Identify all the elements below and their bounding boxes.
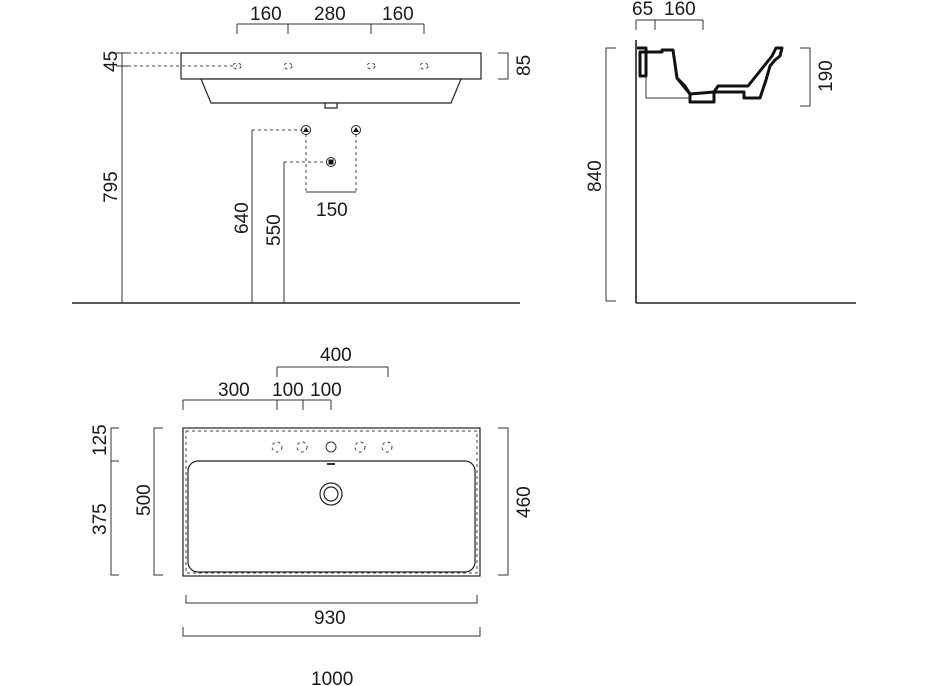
top-tap-holes <box>271 441 393 453</box>
dimension-bracket-125-375 <box>110 427 119 576</box>
top-tap-hole-main <box>325 441 337 453</box>
dim-label-160: 160 <box>664 0 696 20</box>
front-tap-hole <box>232 62 242 70</box>
top-basin-inner-rim <box>185 430 478 574</box>
front-view: 160 280 160 45 795 85 <box>72 4 535 304</box>
dimension-bracket-190 <box>800 47 811 107</box>
front-top-dimension: 160 280 160 <box>236 4 425 34</box>
side-bracket-line <box>645 76 690 99</box>
dim-label-1000: 1000 <box>311 669 353 686</box>
top-tap-hole <box>381 441 393 453</box>
dim-label-400: 400 <box>320 345 352 366</box>
front-tap-holes <box>232 62 429 70</box>
front-left-dimensions: 45 795 <box>101 51 237 303</box>
top-view-left-dimensions: 125 375 500 <box>90 424 163 576</box>
dimension-bracket-930 <box>185 595 478 604</box>
top-view-right-dimension: 460 <box>498 427 535 576</box>
dimension-bracket-1000 <box>182 627 481 637</box>
top-view-bottom-dimensions: 930 1000 <box>182 595 481 686</box>
side-right-dimension: 190 <box>800 47 837 107</box>
dim-label-100-b: 100 <box>310 380 342 401</box>
dim-label-930: 930 <box>314 608 346 629</box>
front-tap-hole <box>283 62 293 70</box>
front-drain-stub <box>324 102 338 109</box>
dim-label-375: 375 <box>90 503 111 535</box>
supply-marker-icon <box>353 127 359 132</box>
top-tap-hole <box>271 441 283 453</box>
dim-label-640: 640 <box>232 202 253 234</box>
dim-label-85: 85 <box>514 55 535 76</box>
dim-label-45: 45 <box>101 51 122 72</box>
dim-label-500: 500 <box>134 484 155 516</box>
side-top-dimensions: 65 160 <box>632 0 704 30</box>
drain-marker-icon <box>328 159 334 165</box>
dimension-bracket-840 <box>605 47 616 302</box>
dim-label-460: 460 <box>514 486 535 518</box>
front-supply-drain: 150 640 550 <box>232 125 361 303</box>
dim-label-280: 280 <box>314 4 346 25</box>
front-tap-hole <box>366 62 376 70</box>
dim-label-100-a: 100 <box>272 380 304 401</box>
top-bowl <box>187 460 476 573</box>
side-left-dimension: 840 <box>585 47 616 302</box>
dim-label-550: 550 <box>264 214 285 246</box>
top-tap-hole <box>296 441 308 453</box>
front-tap-hole <box>419 62 429 70</box>
dim-label-300: 300 <box>218 380 250 401</box>
dimension-bracket-500 <box>153 427 163 576</box>
top-drain-inner <box>323 486 339 502</box>
top-view-upper-dimensions: 400 300 100 100 <box>182 345 389 410</box>
top-overflow-slot <box>327 463 335 465</box>
top-view: 400 300 100 100 125 375 500 460 <box>90 345 535 686</box>
dim-label-840: 840 <box>585 160 606 192</box>
top-tap-hole <box>354 441 366 453</box>
dim-label-65: 65 <box>632 0 653 20</box>
dim-label-160-left: 160 <box>250 4 282 25</box>
dim-label-795: 795 <box>101 171 122 203</box>
dim-label-190: 190 <box>816 60 837 92</box>
front-bowl-underside <box>200 78 462 104</box>
dim-label-150: 150 <box>316 200 348 221</box>
front-right-dimension: 85 <box>498 52 535 80</box>
dimension-bracket-460 <box>498 427 509 576</box>
side-basin-profile <box>637 46 784 104</box>
side-view: 65 160 190 840 <box>585 0 856 304</box>
supply-marker-icon <box>303 127 309 132</box>
dimension-bracket-85 <box>498 52 509 80</box>
dim-label-125: 125 <box>90 424 111 456</box>
dim-label-160-right: 160 <box>382 4 414 25</box>
